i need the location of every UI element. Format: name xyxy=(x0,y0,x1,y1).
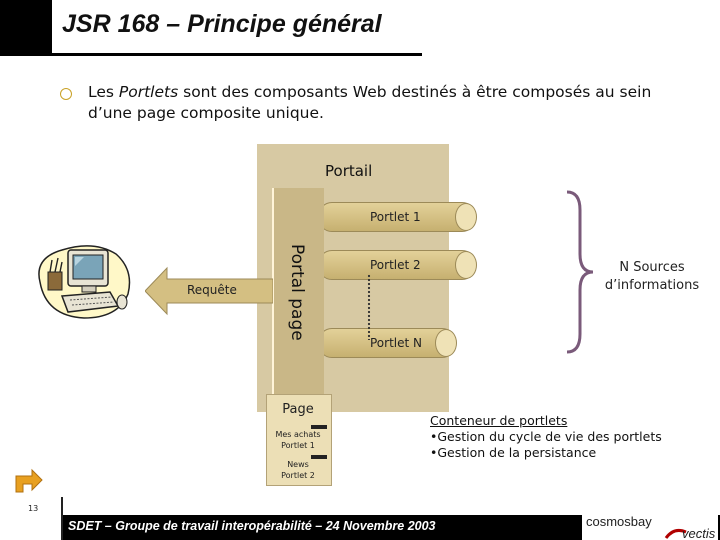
portlet-2-end xyxy=(455,251,477,279)
page-card: Mes achats Portlet 1 News Portlet 2 xyxy=(266,394,332,486)
page-item-2-line2: Portlet 2 xyxy=(281,471,315,480)
container-heading: Conteneur de portlets xyxy=(430,413,568,428)
request-label: Requête xyxy=(187,283,237,297)
portlet-n-end xyxy=(435,329,457,357)
container-item-1: •Gestion du cycle de vie des portlets xyxy=(430,429,662,444)
portail-label: Portail xyxy=(325,162,373,180)
logo-top-text: cosmosbay xyxy=(586,514,652,529)
back-arrow-icon[interactable] xyxy=(14,466,44,494)
mini-window-bar-2 xyxy=(311,455,327,459)
request-arrow xyxy=(145,266,273,316)
portlet-container-notes: Conteneur de portlets •Gestion du cycle … xyxy=(430,413,662,461)
intro-text: sont des composants Web destinés à être … xyxy=(88,83,652,122)
container-item-2: •Gestion de la persistance xyxy=(430,445,597,460)
portlet-1-cylinder xyxy=(318,202,477,232)
portal-page-label: Portal page xyxy=(287,243,307,341)
intro-paragraph: Les Portlets sont des composants Web des… xyxy=(88,82,678,124)
cosmosbay-vectis-logo: cosmosbay vectis xyxy=(582,513,718,540)
footer-divider xyxy=(61,497,63,540)
ellipsis-dots xyxy=(367,274,371,340)
mini-window-bar-1 xyxy=(311,425,327,429)
portal-page-column xyxy=(272,188,324,396)
portlet-1-label: Portlet 1 xyxy=(370,210,421,224)
logo-bottom-text: vectis xyxy=(682,526,716,540)
portlet-n-cylinder xyxy=(318,328,457,358)
footer-text: SDET – Groupe de travail interopérabilit… xyxy=(68,519,436,533)
sources-label: N Sources d’informations xyxy=(604,260,700,293)
intro-emphasis: Portlets xyxy=(118,83,179,101)
bullet-icon xyxy=(60,88,72,100)
portlet-n-label: Portlet N xyxy=(370,336,423,350)
portal-page-label-wrap: Portal page xyxy=(272,188,322,396)
title-underline xyxy=(52,53,422,56)
page-number: 13 xyxy=(28,504,39,513)
portlet-1-end xyxy=(455,203,477,231)
computer-icon xyxy=(38,245,131,319)
page-item-1-line1: Mes achats xyxy=(275,430,321,439)
portlet-2-cylinder xyxy=(318,250,477,280)
portlet-2-label: Portlet 2 xyxy=(370,258,421,272)
intro-prefix: Les xyxy=(88,83,119,101)
page-item-2-line1: News xyxy=(287,460,309,469)
title-accent-bar xyxy=(0,0,52,56)
brace-icon xyxy=(566,190,594,354)
page-card-title: Page xyxy=(282,402,314,417)
page-item-1-line2: Portlet 1 xyxy=(281,441,315,450)
slide-title: JSR 168 – Principe général xyxy=(62,10,382,38)
